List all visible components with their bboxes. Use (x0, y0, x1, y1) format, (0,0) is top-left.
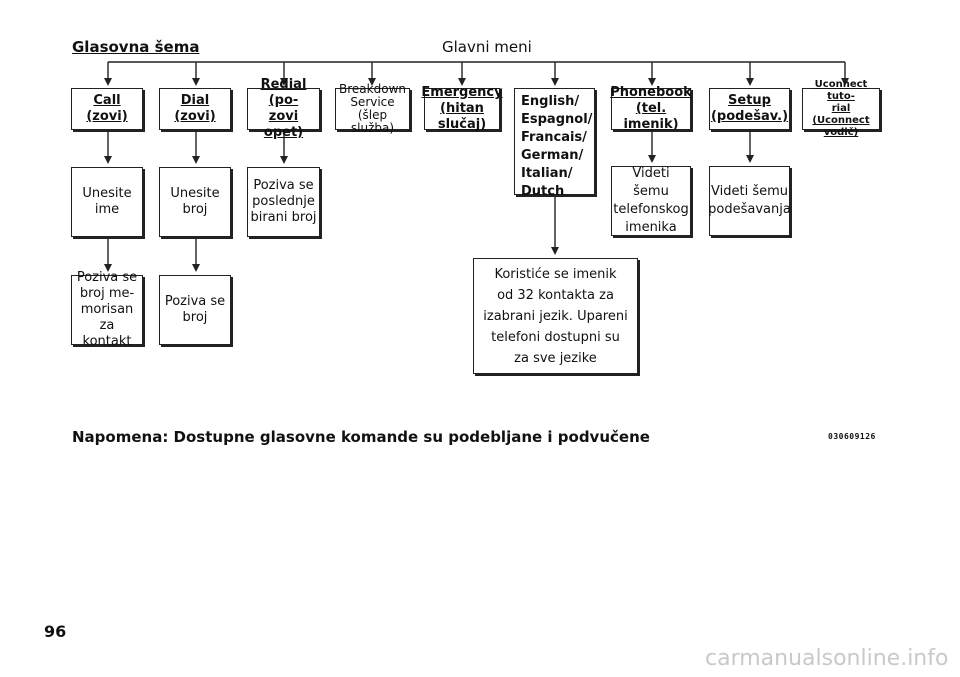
setup-schema-box: Videti šemu podešavanja (708, 166, 791, 236)
diagram-heading: Glasovna šema (72, 38, 200, 56)
call-box: Call (zovi) (71, 88, 143, 130)
setup-label: Setup (podešav.) (710, 93, 789, 124)
redial-last-box: Poziva se poslednje birani broj (247, 167, 320, 237)
dial-label: Dial (zovi) (174, 93, 216, 124)
page-number: 96 (44, 622, 67, 641)
phonebook-schema-text: Videti šemu telefonskog imenika (613, 166, 689, 235)
phonebook-box: Phonebook (tel. imenik) (610, 85, 692, 132)
uconnect-label: Uconnect tuto- rial (Uconnect vodič) (812, 79, 870, 138)
watermark-text: carmanualsonline.info (705, 646, 949, 671)
phonebook-schema-box: Videti šemu telefonskog imenika (611, 166, 691, 236)
redial-box: Redial (po- zovi opet) (247, 77, 320, 140)
note-text: Napomena: Dostupne glasovne komande su p… (72, 428, 650, 446)
breakdown-label: Breakdown Service (šlep služba) (339, 82, 406, 135)
language-info-text: Koristiće se imenik od 32 kontakta za iz… (483, 266, 628, 366)
dial-number-text: Unesite broj (170, 186, 220, 217)
call-name-box: Unesite ime (71, 167, 143, 237)
dial-calls-text: Poziva se broj (164, 294, 226, 325)
emergency-box: Emergency (hitan slučaj) (421, 85, 503, 132)
language-info-box: Koristiće se imenik od 32 kontakta za iz… (473, 258, 638, 374)
language-box: English/ Espagnol/ Francais/ German/ Ita… (514, 88, 595, 199)
emergency-label: Emergency (hitan slučaj) (421, 85, 503, 132)
breakdown-box: Breakdown Service (šlep služba) (335, 83, 410, 135)
redial-label: Redial (po- zovi opet) (260, 77, 307, 140)
figure-code: 030609126 (828, 432, 876, 441)
dial-calls-box: Poziva se broj (159, 275, 231, 345)
uconnect-box: Uconnect tuto- rial (Uconnect vodič) (802, 79, 880, 138)
setup-schema-text: Videti šemu podešavanja (708, 184, 791, 217)
main-menu-title: Glavni meni (442, 38, 532, 56)
call-name-text: Unesite ime (82, 186, 132, 217)
language-label: English/ Espagnol/ Francais/ German/ Ita… (521, 94, 593, 199)
redial-last-text: Poziva se poslednje birani broj (250, 178, 317, 225)
call-label: Call (zovi) (86, 93, 128, 124)
dial-box: Dial (zovi) (159, 88, 231, 130)
setup-box: Setup (podešav.) (709, 88, 790, 130)
phonebook-label: Phonebook (tel. imenik) (610, 85, 692, 132)
call-memorized-text: Poziva se broj me- morisan za kontakt (76, 270, 138, 349)
dial-number-box: Unesite broj (159, 167, 231, 237)
call-memorized-box: Poziva se broj me- morisan za kontakt (71, 270, 143, 349)
